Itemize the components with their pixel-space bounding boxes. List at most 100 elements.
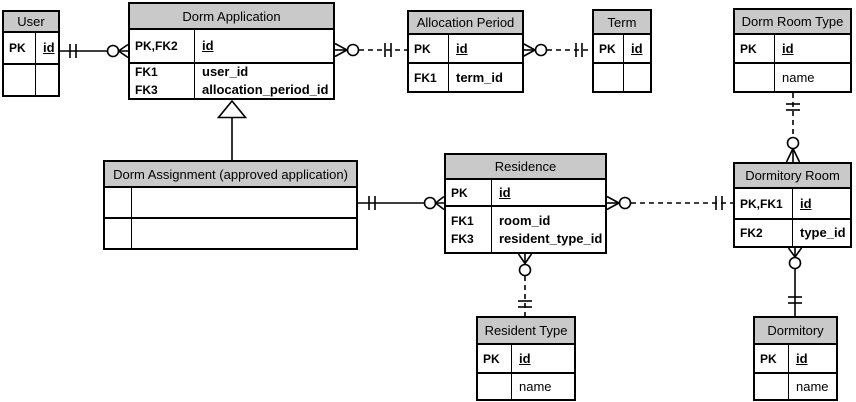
- field-name: term_id: [456, 69, 503, 85]
- entity-dorm-application: Dorm Application PK,FK2 id FK1 FK3 user_…: [128, 2, 335, 100]
- field-cell: type_id: [793, 220, 850, 246]
- key-label: PK: [483, 351, 500, 366]
- entity-title: Allocation Period: [409, 12, 522, 35]
- key-label: FK2: [740, 226, 763, 240]
- key-cell: PK: [478, 345, 512, 372]
- field-cell: id: [512, 345, 574, 372]
- entity-title: Resident Type: [478, 318, 574, 345]
- crow-foot-icon: [334, 42, 348, 58]
- relationship-dormitory-room-dormitory: [787, 247, 803, 316]
- field-cell: id: [195, 30, 333, 62]
- field-name: room_id: [499, 212, 551, 228]
- key-cell: [478, 374, 512, 399]
- entity-title: Dorm Assignment (approved application): [105, 162, 356, 188]
- relationship-dorm-assignment-residence: [358, 195, 445, 211]
- key-cell: FK2: [735, 220, 793, 246]
- key-cell: FK1: [409, 64, 449, 91]
- entity-user: User PK id: [2, 10, 60, 97]
- key-label: PK,FK2: [135, 39, 178, 53]
- crow-foot-icon: [606, 195, 620, 211]
- entity-title: Dormitory Room: [735, 164, 850, 189]
- field-name: id: [519, 350, 531, 366]
- key-label: FK1: [451, 213, 474, 228]
- key-cell: PK: [446, 180, 492, 205]
- field-cell: room_id resident_type_id: [492, 207, 605, 252]
- key-cell: PK,FK2: [130, 30, 195, 62]
- field-cell: [36, 65, 58, 95]
- crow-foot-icon: [517, 253, 533, 264]
- zero-circle-icon: [346, 43, 360, 57]
- field-cell: user_id allocation_period_id: [195, 64, 333, 98]
- key-label: PK,FK1: [740, 196, 783, 211]
- zero-circle-icon: [423, 196, 437, 210]
- field-cell: id: [36, 33, 58, 63]
- key-label: FK3: [135, 83, 158, 97]
- field-cell: [624, 64, 650, 91]
- key-cell: [105, 188, 132, 217]
- key-label: FK1: [135, 65, 158, 79]
- field-name: id: [499, 184, 511, 200]
- entity-dormitory-room: Dormitory Room PK,FK1 id FK2 type_id: [733, 162, 852, 248]
- entity-resident-type: Resident Type PK id name: [476, 316, 576, 401]
- zero-circle-icon: [534, 43, 548, 57]
- key-cell: [105, 219, 132, 248]
- field-cell: id: [789, 345, 836, 372]
- key-cell: [755, 374, 789, 399]
- entity-title: Dorm Application: [130, 4, 333, 30]
- zero-circle-icon: [518, 263, 532, 277]
- key-cell: [4, 65, 36, 95]
- entity-term: Term PK id: [592, 9, 652, 93]
- key-cell: PK: [409, 35, 449, 62]
- zero-circle-icon: [788, 256, 802, 270]
- relationship-inheritance-dorm-application-dorm-assignment: [216, 99, 248, 160]
- zero-circle-icon: [618, 196, 632, 210]
- key-label: PK: [414, 41, 431, 56]
- key-cell: [594, 64, 624, 91]
- entity-dormitory: Dormitory PK id name: [753, 316, 838, 401]
- entity-residence: Residence PK id FK1 FK3 room_id resident…: [444, 153, 607, 254]
- field-name: id: [43, 40, 55, 55]
- zero-circle-icon: [786, 136, 800, 150]
- entity-allocation-period: Allocation Period PK id FK1 term_id: [407, 10, 524, 93]
- entity-title: User: [4, 12, 58, 33]
- field-name: user_id: [202, 64, 249, 79]
- key-cell: FK1 FK3: [446, 207, 492, 252]
- crow-foot-icon: [118, 43, 129, 59]
- field-cell: id: [793, 189, 850, 218]
- entity-dorm-assignment: Dorm Assignment (approved application): [103, 160, 358, 250]
- field-name: id: [631, 40, 643, 56]
- entity-dorm-room-type: Dorm Room Type PK id name: [733, 8, 852, 93]
- field-cell: name: [775, 64, 850, 91]
- field-name: allocation_period_id: [202, 82, 329, 97]
- field-cell: id: [492, 180, 605, 205]
- field-name: id: [202, 38, 214, 53]
- relationship-residence-resident-type: [517, 253, 533, 316]
- key-label: PK: [599, 41, 616, 56]
- field-name: id: [782, 40, 794, 56]
- key-cell: PK: [594, 35, 624, 62]
- crow-foot-icon: [787, 247, 803, 258]
- key-label: PK: [9, 41, 26, 55]
- field-cell: [132, 188, 356, 217]
- crow-foot-icon: [522, 42, 536, 58]
- key-cell: PK,FK1: [735, 189, 793, 218]
- field-cell: id: [775, 35, 850, 62]
- key-label: PK: [740, 41, 757, 56]
- key-cell: PK: [755, 345, 789, 372]
- field-name: id: [456, 40, 468, 56]
- key-label: PK: [451, 185, 468, 200]
- relationship-allocation-period-term: [522, 42, 592, 58]
- crow-foot-icon: [435, 195, 445, 211]
- field-cell: id: [624, 35, 650, 62]
- relationship-user-dorm-application: [60, 43, 129, 59]
- key-cell: [735, 64, 775, 91]
- field-name: resident_type_id: [499, 230, 603, 246]
- field-cell: name: [789, 374, 836, 399]
- field-cell: [132, 219, 356, 248]
- field-name: name: [782, 69, 815, 85]
- entity-title: Dormitory: [755, 318, 836, 345]
- inheritance-triangle-icon: [216, 99, 248, 119]
- relationship-residence-dormitory-room: [606, 195, 733, 211]
- key-cell: PK: [735, 35, 775, 62]
